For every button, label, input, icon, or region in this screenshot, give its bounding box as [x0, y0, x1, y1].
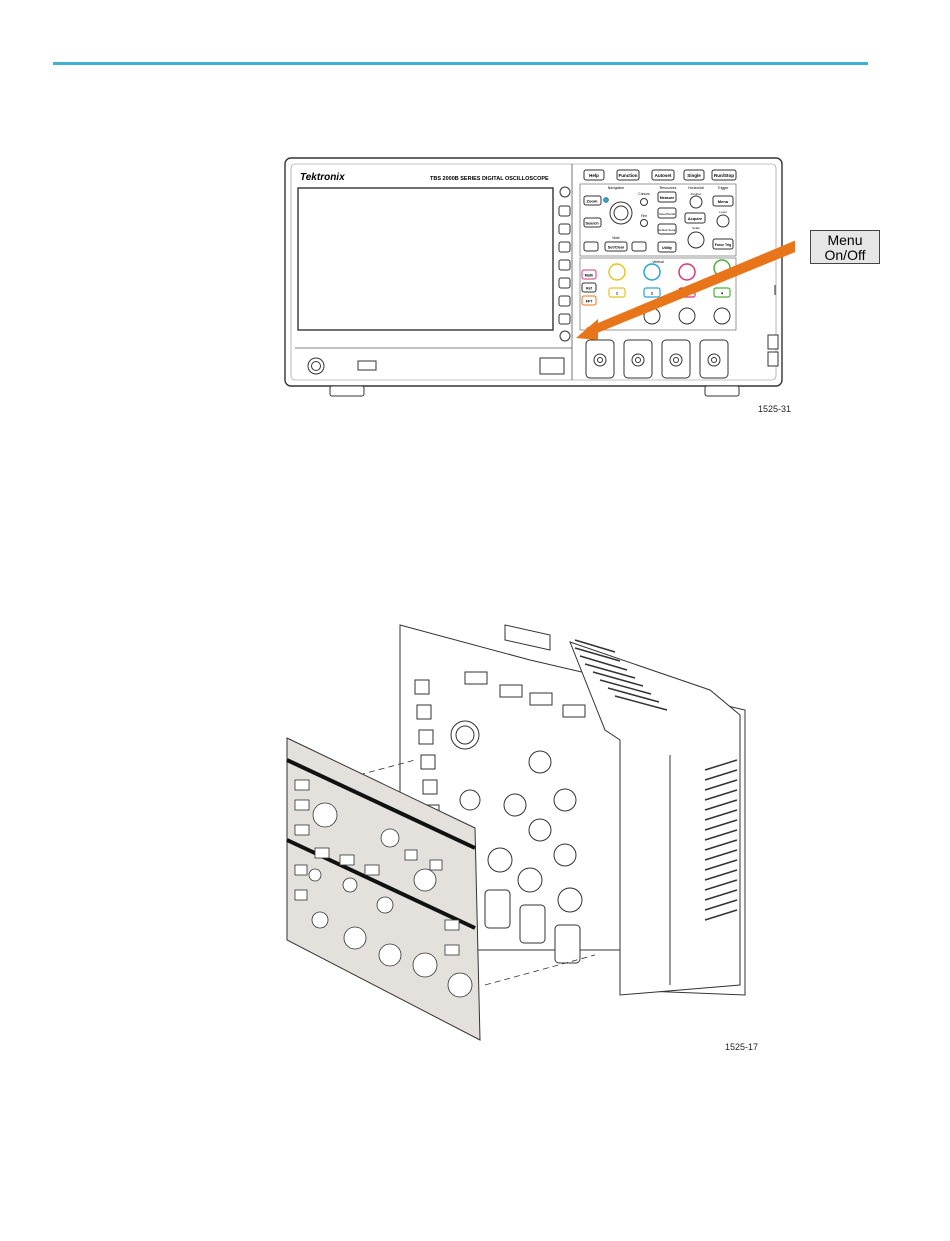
save-recall-button[interactable]: Save/Recall [659, 212, 675, 216]
function-button[interactable]: Function [619, 173, 638, 178]
set-clear-button[interactable]: Set/Clear [608, 246, 625, 250]
channel-1-button[interactable]: 1 [616, 291, 619, 296]
channel-inputs [585, 339, 729, 379]
horizontal-position-label: Position [691, 192, 702, 196]
default-setup-button[interactable]: Default Setup [658, 228, 677, 232]
ref-button[interactable]: Ref [586, 287, 593, 291]
measure-button[interactable]: Measure [660, 196, 675, 200]
ch2-position-knob[interactable] [643, 263, 661, 281]
trigger-level-knob[interactable] [716, 214, 730, 228]
autoset-button[interactable]: Autoset [655, 173, 672, 178]
resources-section-label: Resources [660, 186, 677, 190]
zoom-button[interactable]: Zoom [587, 199, 598, 204]
figure2-caption: 1525-17 [725, 1042, 759, 1052]
brand-logo: Tektronix [300, 172, 345, 183]
run-stop-button[interactable]: Run/Stop [714, 173, 734, 178]
ch1-position-knob[interactable] [608, 263, 626, 281]
header-rule [53, 62, 868, 65]
help-button[interactable]: Help [589, 173, 599, 178]
front-panel-overlay-figure [286, 624, 746, 1041]
side-menu-buttons[interactable] [558, 205, 571, 325]
callout-arrow [586, 240, 795, 336]
usb-port [357, 360, 377, 371]
fft-button[interactable]: FFT [586, 300, 593, 304]
search-button[interactable]: Search [585, 221, 599, 226]
channel-2-button[interactable]: 2 [651, 291, 654, 296]
fine-label: Fine [641, 214, 647, 218]
cursors-label: Cursors [638, 192, 650, 196]
single-button[interactable]: Single [687, 173, 701, 178]
force-trig-button[interactable]: Force Trig [715, 243, 731, 247]
menu-on-off-button[interactable] [559, 330, 571, 342]
channel-4-button[interactable]: 4 [721, 291, 724, 296]
callout-line-2: On/Off [824, 247, 866, 263]
menu-on-off-callout: Menu On/Off [810, 230, 880, 264]
horizontal-scale-knob[interactable] [687, 231, 705, 249]
oscilloscope-front-panel-figure: Tektronix TBS 2000B SERIES DIGITAL OSCIL… [284, 157, 795, 397]
horizontal-section-label: Horizontal [688, 186, 704, 190]
navigation-section-label: Navigation [608, 186, 625, 190]
acquire-button[interactable]: Acquire [688, 217, 702, 221]
mark-section-label: Mark [612, 236, 619, 240]
figure1-caption: 1525-31 [758, 404, 792, 414]
math-button[interactable]: Math [585, 274, 593, 278]
trigger-level-label: Level [719, 210, 727, 214]
horizontal-position-knob[interactable] [689, 195, 703, 209]
vertical-section-label: Vertical [652, 260, 664, 264]
ch3-position-knob[interactable] [678, 263, 696, 281]
utility-button[interactable]: Utility [662, 246, 672, 250]
trigger-section-label: Trigger [718, 186, 730, 190]
horizontal-scale-label: Scale [692, 226, 700, 230]
callout-line-1: Menu [827, 232, 863, 248]
trigger-menu-button[interactable]: Menu [718, 199, 729, 204]
model-label: TBS 2000B SERIES DIGITAL OSCILLOSCOPE [430, 176, 549, 182]
